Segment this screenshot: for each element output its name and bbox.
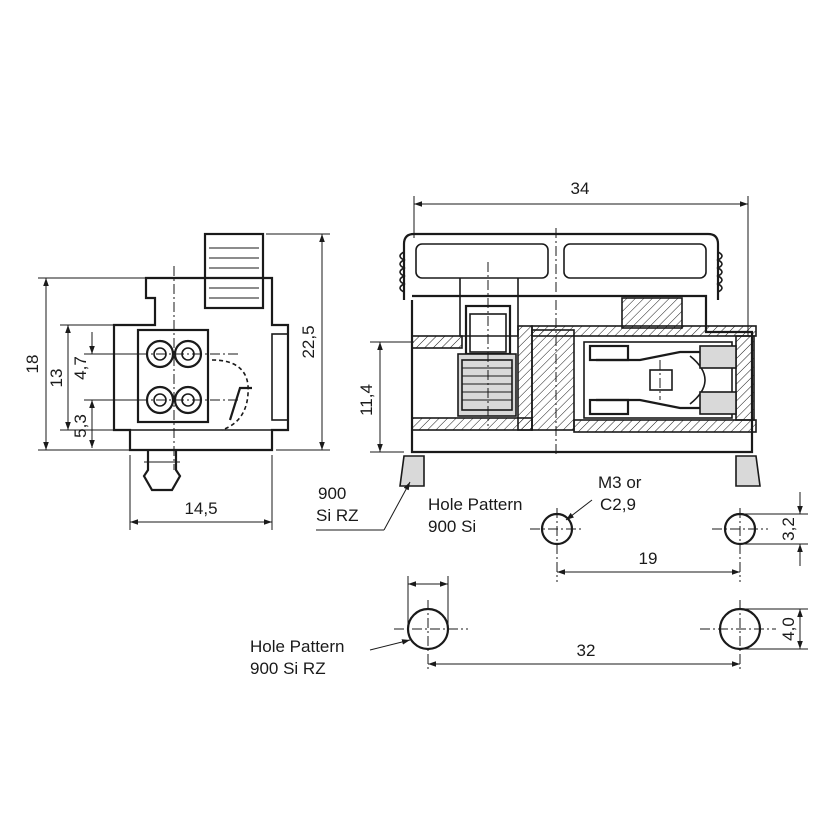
- label-hp-rz-1: Hole Pattern: [250, 637, 345, 656]
- label-hole-spec-1: M3 or: [598, 473, 642, 492]
- dim-4-0: 4,0: [779, 617, 798, 641]
- dim-13: 13: [47, 369, 66, 388]
- label-base-900: 900: [318, 484, 346, 503]
- label-hp-si-2: 900 Si: [428, 517, 476, 536]
- front-contact-face: [136, 328, 210, 424]
- hole-pattern-rz: [369, 576, 808, 672]
- front-latch: [203, 232, 265, 310]
- label-hole-spec-2: C2,9: [600, 495, 636, 514]
- front-nozzle: [142, 450, 182, 492]
- dim-34: 34: [571, 179, 590, 198]
- dim-19: 19: [639, 549, 658, 568]
- side-foot-right: [735, 455, 761, 487]
- dim-22-5: 22,5: [299, 325, 318, 358]
- dim-5-3: 5,3: [71, 414, 90, 438]
- front-dimensions: [38, 233, 330, 530]
- dim-18: 18: [23, 355, 42, 374]
- dim-32: 32: [577, 641, 596, 660]
- front-housing-outline: [112, 276, 290, 452]
- dim-3-2: 3,2: [779, 517, 798, 541]
- label-hp-rz-2: 900 Si RZ: [250, 659, 326, 678]
- label-base-si-rz: Si RZ: [316, 506, 359, 525]
- dim-14-5: 14,5: [184, 499, 217, 518]
- label-hp-si-1: Hole Pattern: [428, 495, 523, 514]
- dim-4-7: 4,7: [71, 356, 90, 380]
- side-grip: [402, 232, 720, 300]
- side-view: [399, 228, 761, 487]
- side-foot-left: [399, 455, 425, 487]
- hole-pattern-si: [530, 492, 808, 582]
- side-dimensions: [370, 196, 749, 453]
- front-view: [112, 232, 290, 492]
- dim-11-4: 11,4: [357, 384, 376, 416]
